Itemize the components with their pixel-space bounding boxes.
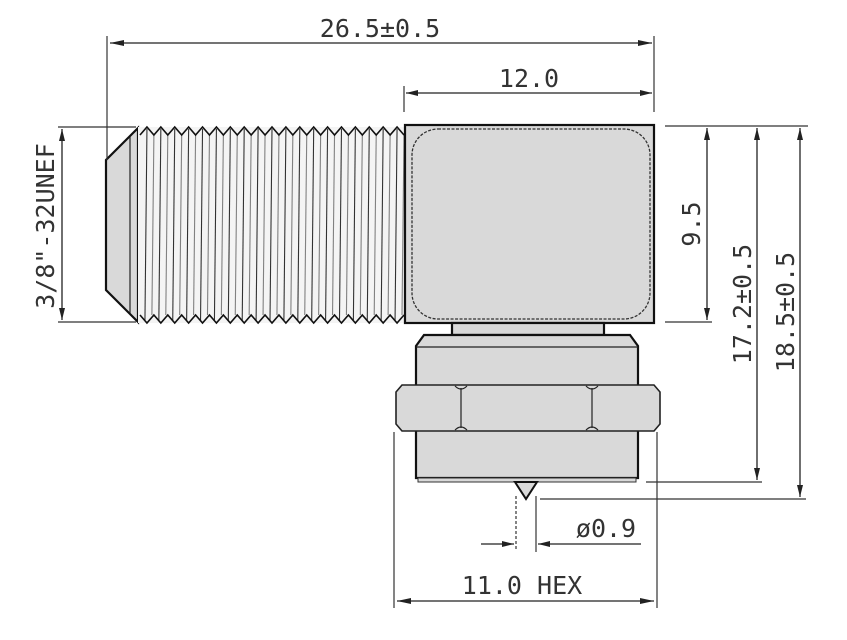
neck xyxy=(450,321,606,337)
dimension-body-height: 9.5 xyxy=(665,125,808,323)
dimension-thread-spec: 3/8"-32UNEF xyxy=(31,126,136,323)
pin-diameter-label: ø0.9 xyxy=(576,514,636,543)
overall-length-label: 26.5±0.5 xyxy=(320,14,440,43)
height-to-base-label: 17.2±0.5 xyxy=(728,244,757,364)
thread-spec-label: 3/8"-32UNEF xyxy=(31,143,60,309)
dimension-body-length: 12.0 xyxy=(403,64,652,112)
thread-crests xyxy=(139,125,405,325)
thread-nose-chamfer xyxy=(104,125,140,325)
hex-nut xyxy=(395,384,661,432)
hex-size-label: 11.0 HEX xyxy=(462,571,582,600)
body-length-label: 12.0 xyxy=(499,64,559,93)
dimension-hex-size: 11.0 HEX xyxy=(393,432,658,608)
body-height-label: 9.5 xyxy=(677,201,706,246)
dimension-height-to-pin: 18.5±0.5 xyxy=(540,128,806,500)
height-to-pin-label: 18.5±0.5 xyxy=(771,252,800,372)
threaded-shank xyxy=(104,125,406,325)
dimension-overall-length: 26.5±0.5 xyxy=(106,14,655,160)
center-pin-tip xyxy=(513,481,539,501)
right-angle-body xyxy=(403,123,656,325)
dimension-height-to-base: 17.2±0.5 xyxy=(646,128,762,483)
dimension-pin-diameter: ø0.9 xyxy=(481,496,641,552)
